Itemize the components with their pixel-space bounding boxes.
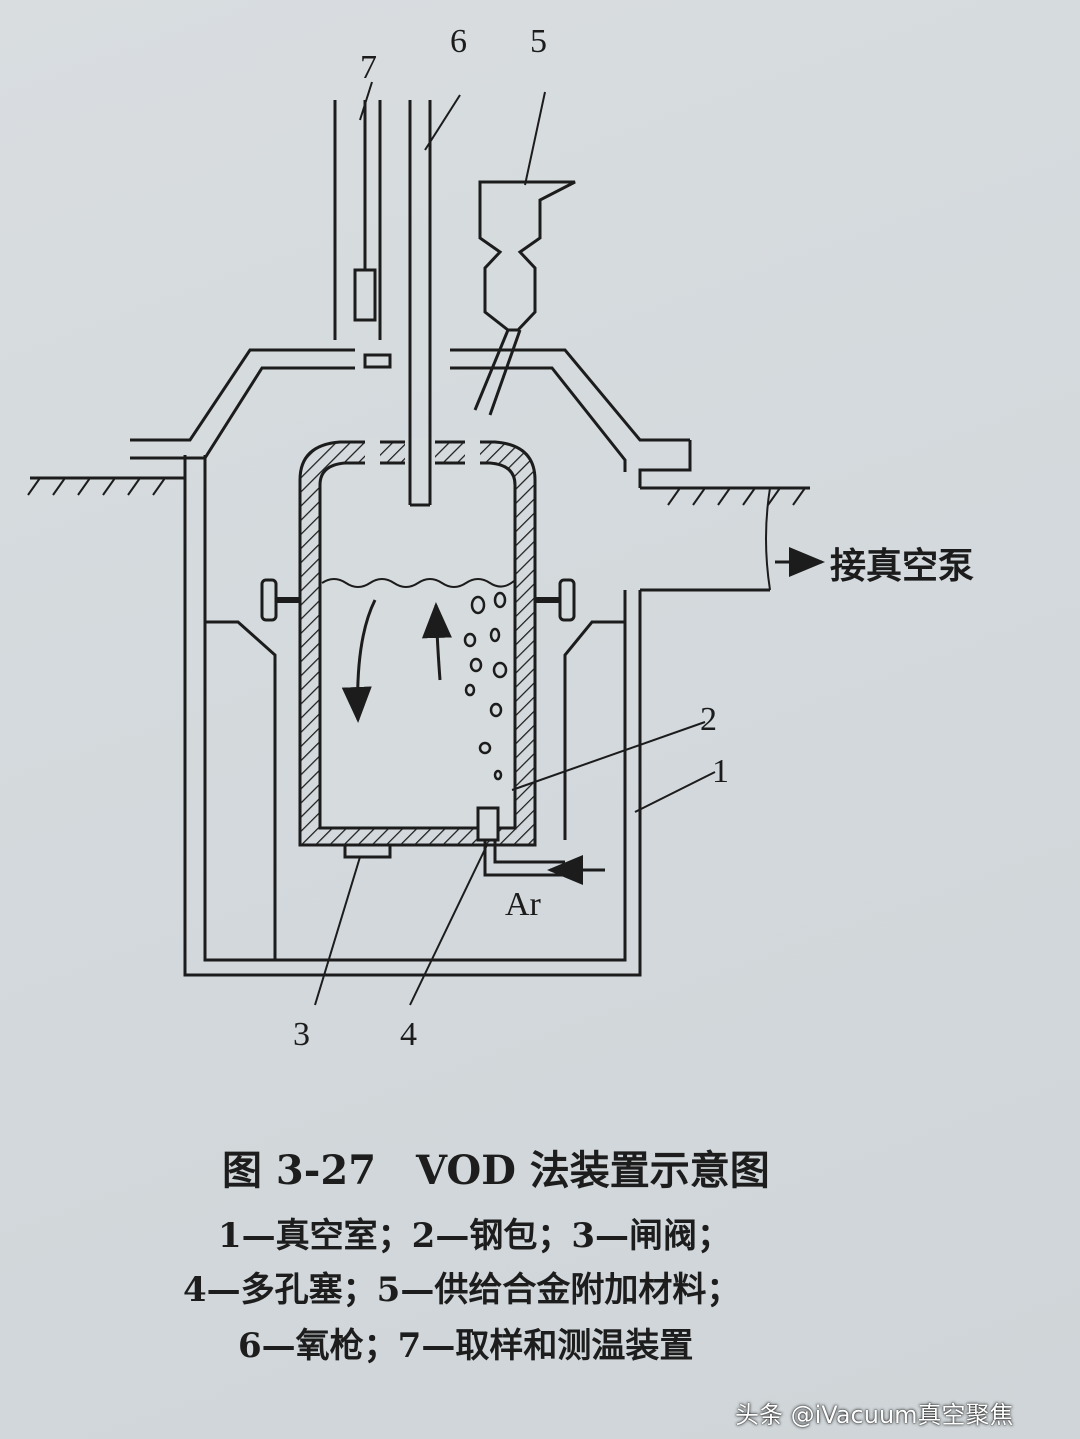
ground-right [640,486,810,506]
trunnion-right [535,578,576,622]
trunnion-left [260,578,300,622]
flow-down-arrow [341,599,377,723]
vacuum-chamber [130,348,771,977]
ladle [298,438,537,847]
gate-valve [343,843,392,859]
sampling-device [333,100,392,369]
figure-title: 图 3-27 VOD 法装置示意图 [222,1147,770,1194]
label-6: 6 [450,23,467,60]
watermark: 头条 @iVacuum真空聚焦 [735,1401,1014,1429]
ladle-supports [205,620,625,960]
argon-bubbles [463,591,508,781]
legend-line-2: 4—多孔塞；5—供给合金附加材料； [183,1270,741,1310]
melt-surface [321,578,515,588]
oxygen-lance [408,100,432,507]
porous-plug [476,806,500,842]
legend-line-1: 1—真空室；2—钢包；3—闸阀； [218,1216,731,1256]
legend-line-3: 6—氧枪；7—取样和测温装置 [238,1326,694,1366]
label-1: 1 [712,753,729,790]
label-3: 3 [293,1016,310,1053]
label-4: 4 [400,1016,417,1053]
ground-left [27,476,185,496]
label-leaders [314,81,716,1006]
alloy-hopper [473,180,576,416]
argon-pipe [483,840,565,877]
label-7: 7 [360,49,377,86]
vacuum-pump-label: 接真空泵 [830,546,974,587]
label-2: 2 [700,701,717,738]
label-5: 5 [530,23,547,60]
flow-up-arrow [421,602,452,681]
argon-label: Ar [505,886,542,923]
